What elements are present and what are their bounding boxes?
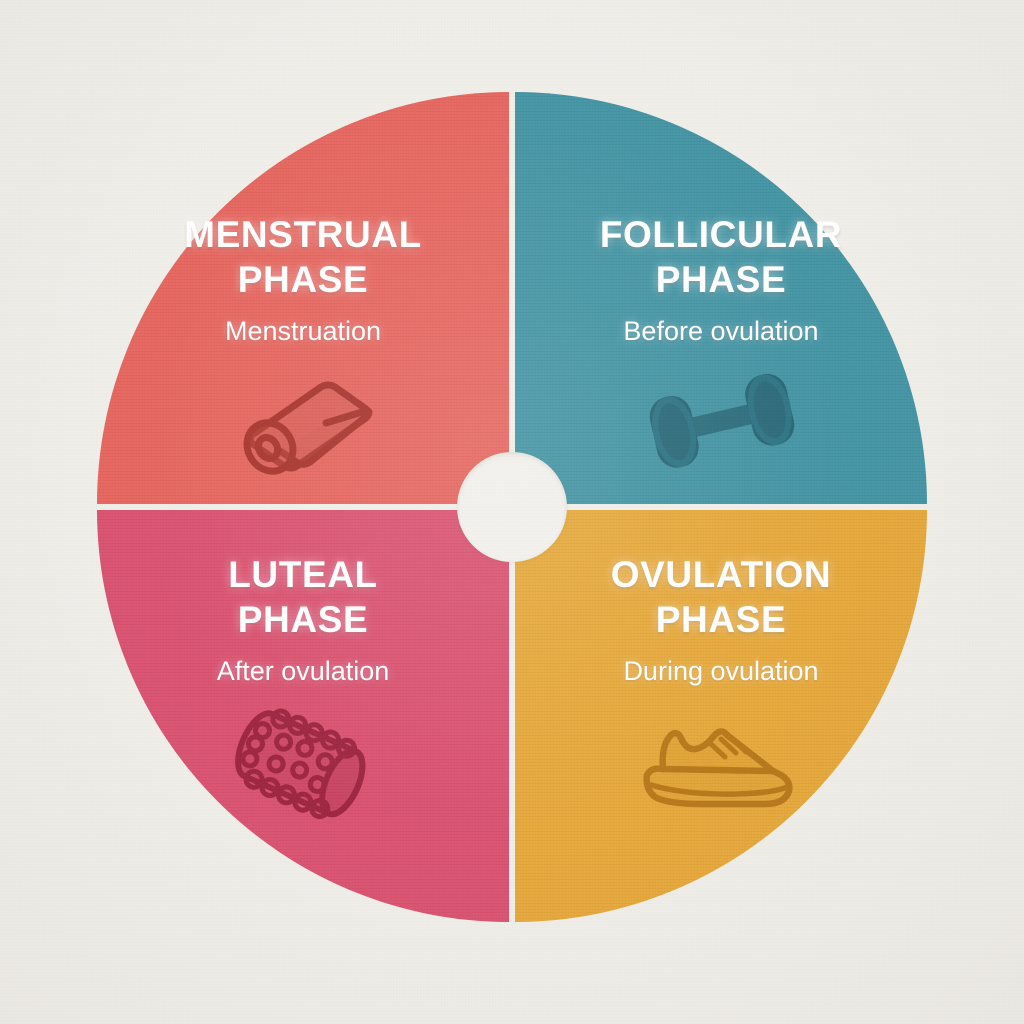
quadrant-menstrual-content: MENSTRUAL PHASE Menstruation — [97, 212, 509, 483]
quadrant-ovulation-subtitle: During ovulation — [623, 656, 819, 687]
quadrant-follicular[interactable] — [515, 92, 927, 504]
yoga-mat-icon — [243, 381, 373, 475]
quadrant-ovulation-icon-wrap — [515, 705, 927, 817]
quadrant-ovulation[interactable] — [515, 510, 927, 922]
quadrant-luteal-title-line1: LUTEAL — [228, 554, 378, 595]
wheel-center-hub — [457, 452, 567, 562]
quadrant-follicular-content: FOLLICULAR PHASE Before ovulation — [515, 212, 927, 477]
quadrant-ovulation-title: OVULATION PHASE — [515, 552, 927, 642]
quadrant-menstrual-title-line2: PHASE — [237, 259, 369, 301]
quadrant-follicular-title: FOLLICULAR PHASE — [515, 212, 927, 302]
quadrant-ovulation-title-line1: OVULATION — [610, 554, 832, 595]
quadrant-menstrual-title-line1: MENSTRUAL — [184, 214, 422, 255]
cycle-phase-wheel: MENSTRUAL PHASE Menstruation FOLLICULAR — [97, 92, 927, 922]
quadrant-menstrual-title: MENSTRUAL PHASE — [97, 212, 509, 302]
quadrant-luteal-icon-wrap — [97, 705, 509, 825]
quadrant-follicular-subtitle: Before ovulation — [623, 316, 819, 347]
quadrant-follicular-title-line2: PHASE — [655, 259, 787, 301]
quadrant-menstrual-icon-wrap — [97, 365, 509, 483]
running-shoe-icon — [643, 728, 793, 808]
quadrant-menstrual-subtitle: Menstruation — [224, 316, 382, 347]
quadrant-follicular-icon-wrap — [515, 365, 927, 477]
quadrant-luteal[interactable] — [97, 510, 509, 922]
quadrant-ovulation-content: OVULATION PHASE During ovulation — [515, 552, 927, 817]
quadrant-luteal-title-line2: PHASE — [237, 599, 369, 641]
quadrant-luteal-content: LUTEAL PHASE After ovulation — [97, 552, 509, 825]
dumbbell-icon — [649, 374, 795, 468]
quadrant-luteal-subtitle: After ovulation — [216, 656, 390, 687]
quadrant-ovulation-fill — [515, 510, 927, 922]
quadrant-menstrual[interactable] — [97, 92, 509, 504]
foam-roller-icon — [235, 708, 366, 820]
quadrant-ovulation-title-line2: PHASE — [655, 599, 787, 641]
quadrant-follicular-title-line1: FOLLICULAR — [599, 214, 843, 255]
quadrant-luteal-title: LUTEAL PHASE — [97, 552, 509, 642]
